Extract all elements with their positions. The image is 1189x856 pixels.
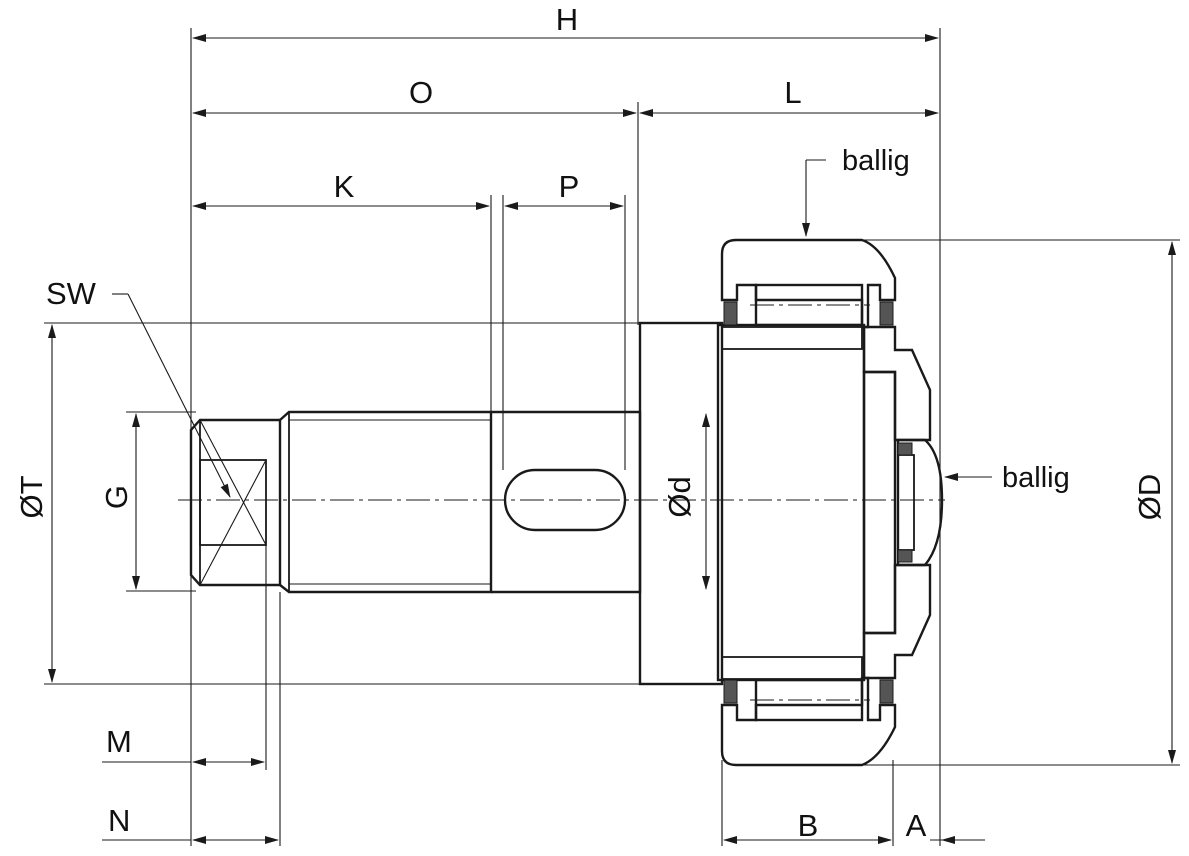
stud-shaft [189, 321, 724, 686]
bearing-assembly [716, 238, 944, 767]
side-column [862, 370, 897, 635]
leaders [112, 159, 992, 498]
label-l: L [784, 75, 801, 110]
label-crown-side: ballig [1002, 462, 1070, 494]
side-plate-top [862, 325, 932, 442]
label-h: H [556, 2, 578, 37]
end-cap-core [897, 454, 915, 551]
label-a: A [906, 808, 927, 843]
label-o: O [409, 75, 433, 110]
seal-top-right [879, 301, 894, 326]
dimension-lines [48, 34, 1176, 844]
label-t: ØT [14, 475, 49, 518]
label-crown-outer: ballig [842, 145, 910, 177]
inner-ring-bottom [721, 656, 863, 680]
end-seal-bottom [897, 549, 913, 563]
label-p: P [559, 169, 580, 204]
outer-ring-bottom [720, 676, 897, 767]
label-od: ØD [1132, 474, 1167, 521]
inner-core [716, 323, 866, 682]
label-k: K [334, 169, 355, 204]
label-n: N [108, 803, 130, 838]
seal-bottom-right [879, 679, 894, 704]
extension-lines [44, 28, 1180, 846]
thread-section [279, 410, 493, 594]
label-g: G [99, 485, 134, 509]
inner-ring-top [721, 326, 863, 350]
plain-shaft [491, 410, 642, 594]
label-d: Ød [662, 476, 697, 517]
lube-slot [503, 468, 627, 532]
side-plate-bottom [862, 563, 932, 680]
outer-ring-top [720, 238, 897, 329]
label-b: B [798, 808, 819, 843]
end-seal-top [897, 442, 913, 456]
seal-top-left [723, 301, 738, 326]
label-m: M [106, 724, 132, 759]
end-cap [896, 438, 944, 567]
label-sw: SW [46, 276, 97, 311]
hex-socket [199, 459, 267, 546]
seal-bottom-left [723, 679, 738, 704]
collar [638, 321, 724, 686]
